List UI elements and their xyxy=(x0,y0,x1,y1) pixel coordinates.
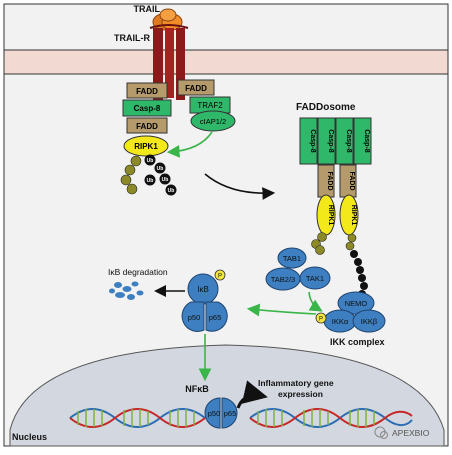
nucleus-label: Nucleus xyxy=(12,432,47,442)
fadd-box-top xyxy=(126,82,168,99)
ciap-oval xyxy=(190,110,236,132)
svg-text:Casp-8: Casp-8 xyxy=(363,129,370,152)
tab1-label: TAB1 xyxy=(283,254,301,263)
cell-membrane xyxy=(3,49,449,75)
ikb-fragments xyxy=(109,281,144,300)
faddosome-label: FADDosome xyxy=(296,102,356,113)
ikk-complex: NEMO IKKα IKKβ P xyxy=(315,291,386,333)
p50-nuclear-shape xyxy=(204,397,221,429)
ikb-label: IκB xyxy=(197,285,209,294)
svg-text:RIPK1: RIPK1 xyxy=(327,205,334,226)
p50-ikb-shape xyxy=(181,301,205,332)
ikk-beta-label: IKKβ xyxy=(361,317,378,326)
p50-ikb-label: p50 xyxy=(188,313,201,322)
fadd-box-right xyxy=(177,79,215,96)
ciap-to-ripk1-arrow xyxy=(166,131,213,158)
ripk1-left-label: RIPK1 xyxy=(134,142,158,151)
svg-text:P: P xyxy=(319,317,323,323)
dna-helix xyxy=(69,408,413,428)
casp8-box xyxy=(122,99,172,117)
ikb-degradation-label: IκB degradation xyxy=(108,267,168,277)
tak1-label: TAK1 xyxy=(306,274,324,283)
ikb-complex: IκB P p50 p65 xyxy=(181,269,228,332)
p65-ikb-label: p65 xyxy=(209,313,222,322)
fadd-bottom-label: FADD xyxy=(136,122,158,131)
svg-text:RIPK1: RIPK1 xyxy=(350,205,357,226)
tab1-oval xyxy=(277,247,307,269)
p65-ikb-shape xyxy=(205,301,228,332)
ikk-to-ikb-arrow xyxy=(246,303,317,317)
nfkb-label: NFκB xyxy=(185,384,209,394)
fadd-top-label: FADD xyxy=(136,87,158,96)
p50-nuclear-label: p50 xyxy=(208,409,221,418)
ikk-complex-label: IKK complex xyxy=(330,337,385,347)
ub-chain-tak xyxy=(311,232,327,255)
trail-r-label: TRAIL-R xyxy=(114,33,150,43)
svg-text:Casp-8: Casp-8 xyxy=(345,129,352,152)
faddosome-casp8-3 xyxy=(335,117,354,165)
fadd-right-label: FADD xyxy=(185,84,207,93)
fadd-box-bottom xyxy=(126,117,168,134)
ikb-phospho xyxy=(214,269,226,281)
svg-text:Ub: Ub xyxy=(147,158,154,164)
svg-text:Ub: Ub xyxy=(162,177,169,183)
nuclear-nfkb-dimer: p50 p65 xyxy=(204,397,238,429)
svg-text:Ub: Ub xyxy=(168,188,175,194)
tab23-label: TAB2/3 xyxy=(271,275,295,284)
to-faddosome-arrow xyxy=(204,173,276,200)
casp8-label: Casp-8 xyxy=(134,104,161,113)
faddosome-casp8-4 xyxy=(353,117,372,165)
ikk-phospho xyxy=(315,312,327,324)
transcription-arrow xyxy=(236,380,268,409)
svg-text:Casp-8: Casp-8 xyxy=(327,129,334,152)
faddosome-casp8-1 xyxy=(299,117,318,165)
faddosome-casp8-2 xyxy=(317,117,336,165)
svg-text:Ub: Ub xyxy=(147,178,154,184)
ciap-label: cIAP1/2 xyxy=(200,117,226,126)
tak1-oval xyxy=(299,266,331,290)
inflammatory-line2: expression xyxy=(278,389,323,399)
faddosome-complex: Casp-8 Casp-8 Casp-8 Casp-8 FADD FADD RI… xyxy=(299,117,372,236)
ikk-beta-oval xyxy=(352,309,386,333)
p65-nuclear-shape xyxy=(221,397,238,429)
traf2-label: TRAF2 xyxy=(197,101,223,110)
svg-text:FADD: FADD xyxy=(326,171,333,190)
svg-text:APEXBIO: APEXBIO xyxy=(392,428,430,438)
svg-text:P: P xyxy=(218,274,222,280)
apexbio-watermark: APEXBIO xyxy=(374,426,430,439)
ub-chain-left: Ub Ub Ub Ub Ub xyxy=(120,154,177,196)
trail-receptor xyxy=(149,24,189,100)
tak-to-ikk-arrow xyxy=(308,291,323,312)
trail-label: TRAIL xyxy=(134,4,161,14)
left-disc-complex: FADD Casp-8 FADD FADD TRAF2 cIAP1/2 RIPK… xyxy=(122,79,236,157)
svg-text:Ub: Ub xyxy=(157,166,164,172)
nemo-label: NEMO xyxy=(345,299,368,308)
svg-text:Casp-8: Casp-8 xyxy=(309,129,316,152)
tak-complex: TAB1 TAB2/3 TAK1 xyxy=(265,247,331,291)
svg-text:FADD: FADD xyxy=(348,171,355,190)
inflammatory-line1: Inflammatory gene xyxy=(258,378,334,388)
ikk-alpha-label: IKKα xyxy=(332,317,349,326)
p65-nuclear-label: p65 xyxy=(224,409,237,418)
